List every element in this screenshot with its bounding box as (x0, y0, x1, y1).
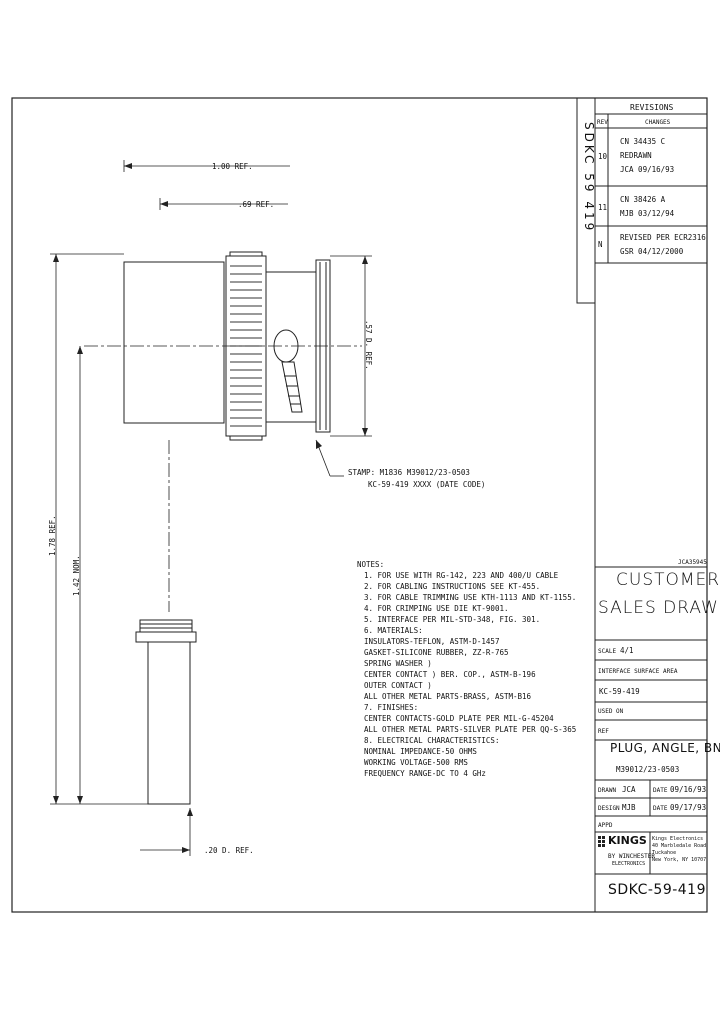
note-line: 6. MATERIALS: (364, 626, 423, 635)
drawing-number: SDKC-59-419 (608, 882, 706, 898)
revision-line: CN 38426 A (620, 195, 666, 204)
revision-line: JCA 09/16/93 (620, 165, 675, 174)
kings-logo-mark (598, 836, 605, 847)
dim-diameter: .57 D. REF. (364, 320, 373, 370)
design-date: 09/17/93 (670, 803, 707, 812)
drawn-label: DRAWN (598, 787, 617, 794)
appd-label: APPD (598, 822, 613, 829)
title-heading-sales-drawing: SALES DRAWING (598, 598, 720, 618)
drawn-date: 09/16/93 (670, 785, 707, 794)
notes-title: NOTES: (357, 560, 385, 569)
title-heading-customer: CUSTOMER (616, 570, 720, 590)
design-value: MJB (622, 803, 636, 812)
note-line: 8. ELECTRICAL CHARACTERISTICS: (364, 736, 500, 745)
revision-rev: 10 (598, 152, 608, 161)
note-line: NOMINAL IMPEDANCE-50 OHMS (364, 747, 477, 756)
dim-nominal-height: 1.42 NOM. (72, 555, 81, 596)
part-title: PLUG, ANGLE, BNC (610, 741, 720, 755)
note-line: 5. INTERFACE PER MIL-STD-348, FIG. 301. (364, 615, 541, 624)
company-name: KINGS (608, 834, 647, 847)
revisions-col-changes: CHANGES (645, 119, 671, 126)
revisions-title: REVISIONS (630, 103, 674, 112)
stamp-line-2: KC-59-419 XXXX (DATE CODE) (368, 480, 486, 489)
revision-line: REDRAWN (620, 151, 652, 160)
note-line: CENTER CONTACTS-GOLD PLATE PER MIL-G-452… (364, 714, 554, 723)
note-line: 3. FOR CABLE TRIMMING USE KTH-1113 AND K… (364, 593, 577, 602)
stamp-line-1: STAMP: M1836 M39012/23-0503 (348, 468, 470, 477)
revision-line: MJB 03/12/94 (620, 209, 675, 218)
company-address-line: New York, NY 10707 (652, 857, 707, 863)
note-line: FREQUENCY RANGE-DC TO 4 GHz (364, 769, 486, 778)
revision-rev: 11 (598, 203, 608, 212)
drawn-date-label: DATE (653, 787, 668, 794)
note-line: GASKET-SILICONE RUBBER, ZZ-R-765 (364, 648, 509, 657)
part-number: KC-59-419 (599, 687, 640, 696)
dim-cable-diameter: .20 D. REF. (204, 846, 254, 855)
revision-line: CN 34435 C (620, 137, 666, 146)
dim-overall-length: 1.00 REF. (212, 162, 253, 171)
note-line: WORKING VOLTAGE-500 RMS (364, 758, 468, 767)
note-line: 7. FINISHES: (364, 703, 419, 712)
note-line: 1. FOR USE WITH RG-142, 223 AND 400/U CA… (364, 571, 559, 580)
revision-line: REVISED PER ECR2316 (620, 233, 706, 242)
scale-label: SCALE (598, 648, 617, 655)
drawn-value: JCA (622, 785, 636, 794)
company-address-line: Kings Electronics (652, 836, 704, 842)
company-address-line: Tuckahoe (652, 850, 677, 856)
ref-label: REF (598, 728, 609, 735)
company-sub: BY WINCHESTER (608, 853, 655, 860)
note-line: 4. FOR CRIMPING USE DIE KT-9001. (364, 604, 509, 613)
design-label: DESIGN (598, 805, 620, 812)
revision-line: GSR 04/12/2000 (620, 247, 684, 256)
mil-number: M39012/23-0503 (616, 765, 680, 774)
company-sub-2: ELECTRONICS (612, 861, 646, 867)
company-address-line: 40 Marbledale Road (652, 843, 707, 849)
connector-drawing (123, 251, 331, 805)
note-line: INSULATORS-TEFLON, ASTM-D-1457 (364, 637, 500, 646)
note-line: ALL OTHER METAL PARTS-SILVER PLATE PER Q… (364, 725, 577, 734)
used-on-label: USED ON (598, 708, 624, 715)
note-line: OUTER CONTACT ) (364, 681, 432, 690)
dim-body-length: .69 REF. (238, 200, 275, 209)
interface-label: INTERFACE SURFACE AREA (598, 668, 678, 675)
note-line: CENTER CONTACT ) BER. COP., ASTM-B-196 (364, 670, 536, 679)
note-line: 2. FOR CABLING INSTRUCTIONS SEE KT-455. (364, 582, 541, 591)
title-block-code: JCA35945 (678, 559, 707, 566)
revisions-col-rev: REV (597, 119, 608, 126)
revision-rev: N (598, 240, 603, 249)
drawing-number-vertical: SDKC 59 419 (582, 122, 596, 234)
dim-overall-height: 1.78 REF. (48, 515, 57, 556)
note-line: ALL OTHER METAL PARTS-BRASS, ASTM-B16 (364, 692, 532, 701)
scale-value: 4/1 (620, 646, 634, 655)
note-line: SPRING WASHER ) (364, 659, 432, 668)
design-date-label: DATE (653, 805, 668, 812)
